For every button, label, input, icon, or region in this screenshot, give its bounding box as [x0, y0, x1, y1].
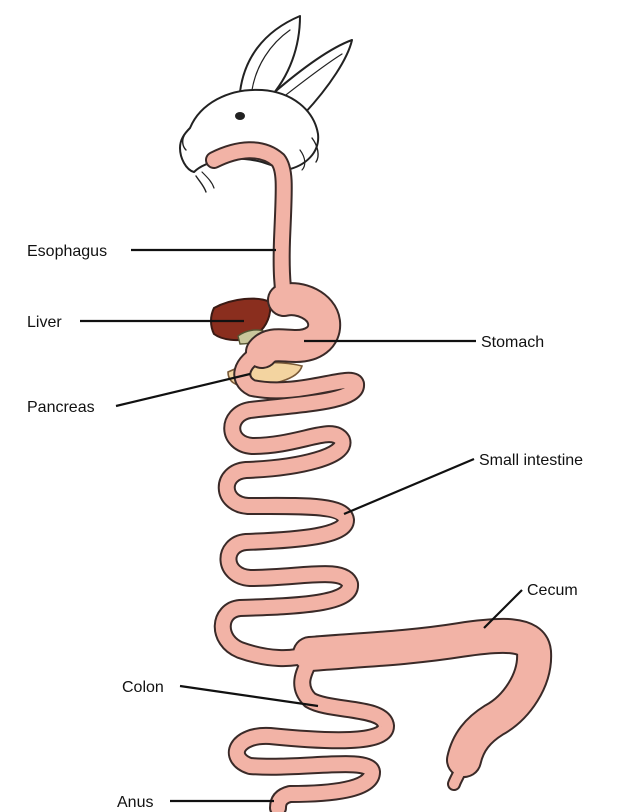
liver-label: Liver — [27, 314, 62, 331]
pancreas-label: Pancreas — [27, 399, 95, 416]
rabbit-eye-icon — [235, 112, 245, 120]
esophagus-label: Esophagus — [27, 243, 107, 260]
anus-label: Anus — [117, 794, 153, 811]
colon-label: Colon — [122, 679, 164, 696]
pancreas-leader — [116, 374, 250, 406]
cecum-label: Cecum — [527, 582, 578, 599]
small-intestine-label: Small intestine — [479, 452, 583, 469]
small-intestine-leader — [344, 459, 474, 514]
rabbit-head-icon — [180, 16, 352, 192]
p-sto-fill — [262, 299, 324, 352]
stomach-label: Stomach — [481, 334, 544, 351]
